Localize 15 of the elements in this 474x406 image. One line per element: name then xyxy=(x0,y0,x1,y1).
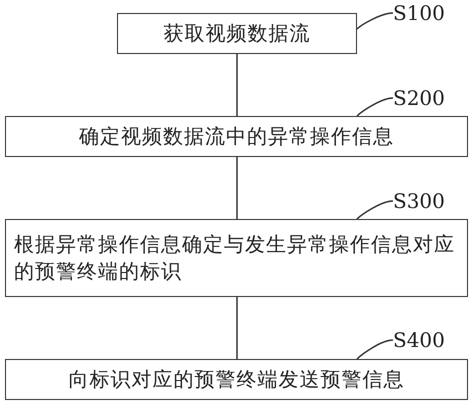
process-box: 根据异常操作信息确定与发生异常操作信息对应的预警终端的标识 xyxy=(5,219,468,297)
connector-line xyxy=(236,297,238,359)
leader-line xyxy=(356,200,394,220)
leader-line xyxy=(356,339,394,360)
step-label: S400 xyxy=(393,329,445,351)
process-box: 向标识对应的预警终端发送预警信息 xyxy=(5,359,468,400)
process-box: 获取视频数据流 xyxy=(117,13,357,54)
step-label: S200 xyxy=(393,87,445,109)
connector-line xyxy=(236,157,238,219)
process-box: 确定视频数据流中的异常操作信息 xyxy=(5,116,468,157)
leader-line xyxy=(356,12,394,30)
leader-line xyxy=(356,97,394,117)
step-label: S300 xyxy=(393,190,445,212)
step-label: S100 xyxy=(393,2,445,24)
connector-line xyxy=(236,54,238,116)
